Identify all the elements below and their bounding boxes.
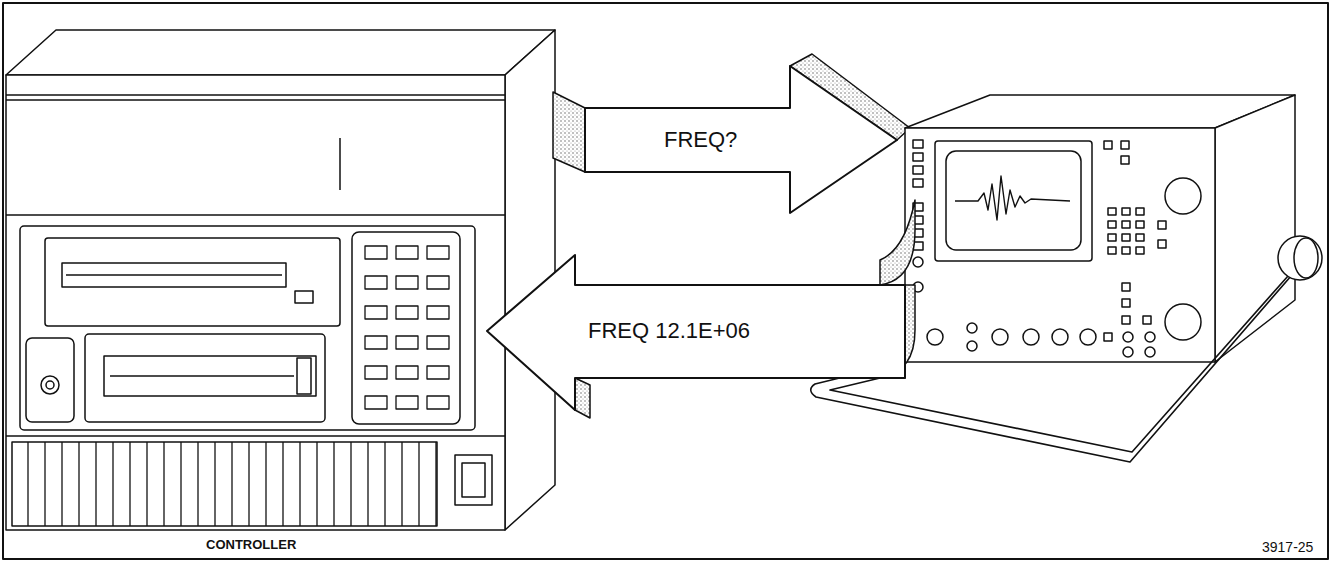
controller-unit: CONTROLLER	[6, 30, 556, 557]
command-text: FREQ?	[664, 127, 737, 152]
figure-number: 3917-25	[1262, 539, 1313, 555]
response-text: FREQ 12.1E+06	[588, 318, 750, 343]
unit-label: CONTROLLER	[206, 538, 296, 553]
